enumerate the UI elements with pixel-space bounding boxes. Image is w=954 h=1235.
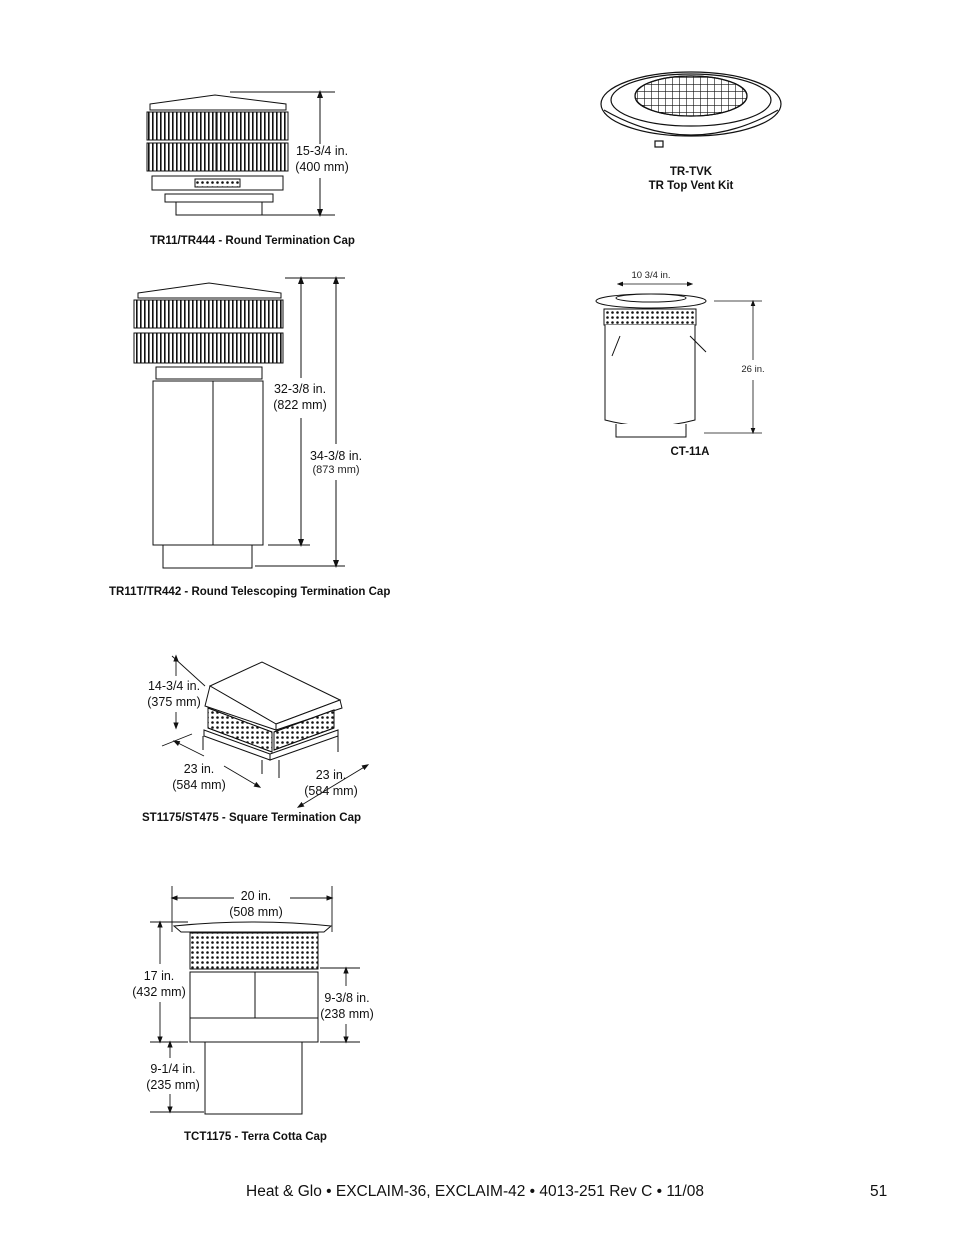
- tct1175-bottom-label: 9-1/4 in. (235 mm): [134, 1061, 212, 1093]
- st1175-width-mm: (584 mm): [304, 784, 358, 798]
- tr11t-min-height-label: 32-3/8 in. (822 mm): [262, 381, 338, 413]
- ct-11a-width-label: 10 3/4 in.: [631, 270, 671, 281]
- tct1175-bottom-mm: (235 mm): [146, 1078, 200, 1092]
- footer-text: Heat & Glo • EXCLAIM-36, EXCLAIM-42 • 40…: [246, 1183, 704, 1200]
- tr11t-height-dimensions: [255, 276, 345, 568]
- tct1175-bottom-in: 9-1/4 in.: [150, 1062, 196, 1076]
- tct1175-width-label: 20 in. (508 mm): [216, 888, 296, 920]
- tct1175-side-in: 9-3/8 in.: [324, 991, 370, 1005]
- st1175-depth-mm: (584 mm): [172, 778, 226, 792]
- ct-11a-height-label: 26 in.: [741, 364, 765, 375]
- tct1175-height-in: 17 in.: [143, 969, 175, 983]
- tct1175-cap-drawing: [172, 921, 333, 1115]
- tr11-cap-drawing: [146, 94, 289, 216]
- tr11t-cap-drawing: [133, 282, 284, 569]
- tr11-height-label: 15-3/4 in. (400 mm): [282, 143, 362, 175]
- tct1175-width-mm: (508 mm): [229, 905, 283, 919]
- tr11-height-mm: (400 mm): [295, 160, 349, 174]
- tr11-height-dimension: [230, 90, 335, 217]
- st1175-height-label: 14-3/4 in. (375 mm): [135, 678, 213, 710]
- st1175-width-label: 23 in. (584 mm): [292, 767, 370, 799]
- page-number: 51: [870, 1183, 888, 1200]
- st1175-width-in: 23 in.: [315, 768, 347, 782]
- tct1175-side-label: 9-3/8 in. (238 mm): [308, 990, 386, 1022]
- st1175-caption: ST1175/ST475 - Square Termination Cap: [142, 812, 361, 824]
- tct1175-height-label: 17 in. (432 mm): [120, 968, 198, 1000]
- tct1175-width-in: 20 in.: [240, 889, 272, 903]
- tr11-caption: TR11/TR444 - Round Termination Cap: [150, 235, 355, 247]
- ct-11a-caption: CT-11A: [670, 446, 710, 458]
- tr11t-max-height-label: 34-3/8 in. (873 mm): [300, 448, 372, 476]
- tr11t-caption: TR11T/TR442 - Round Telescoping Terminat…: [109, 586, 391, 598]
- tr-tvk-model: TR-TVK: [669, 166, 713, 178]
- st1175-depth-in: 23 in.: [183, 762, 215, 776]
- tct1175-side-mm: (238 mm): [320, 1007, 374, 1021]
- st1175-height-in: 14-3/4 in.: [147, 679, 201, 693]
- tct1175-height-mm: (432 mm): [132, 985, 186, 999]
- st1175-height-mm: (375 mm): [147, 695, 201, 709]
- tr11t-min-height-mm: (822 mm): [273, 398, 327, 412]
- tr11t-min-height-in: 32-3/8 in.: [273, 382, 327, 396]
- tr-tvk-drawing: [600, 71, 782, 148]
- tct1175-caption: TCT1175 - Terra Cotta Cap: [184, 1131, 327, 1143]
- ct-11a-dimensions: [616, 281, 762, 435]
- ct-11a-drawing: [595, 293, 707, 438]
- st1175-dimensions: [161, 654, 370, 808]
- tct1175-dimensions: [150, 886, 360, 1114]
- tr11t-max-height-mm: (873 mm): [312, 464, 360, 476]
- tr-tvk-description: TR Top Vent Kit: [648, 180, 734, 192]
- tr-tvk-caption: TR-TVK TR Top Vent Kit: [611, 165, 771, 193]
- tr11-height-in: 15-3/4 in.: [295, 144, 349, 158]
- st1175-depth-label: 23 in. (584 mm): [160, 761, 238, 793]
- st1175-cap-drawing: [202, 661, 343, 778]
- tr11t-max-height-in: 34-3/8 in.: [309, 449, 363, 463]
